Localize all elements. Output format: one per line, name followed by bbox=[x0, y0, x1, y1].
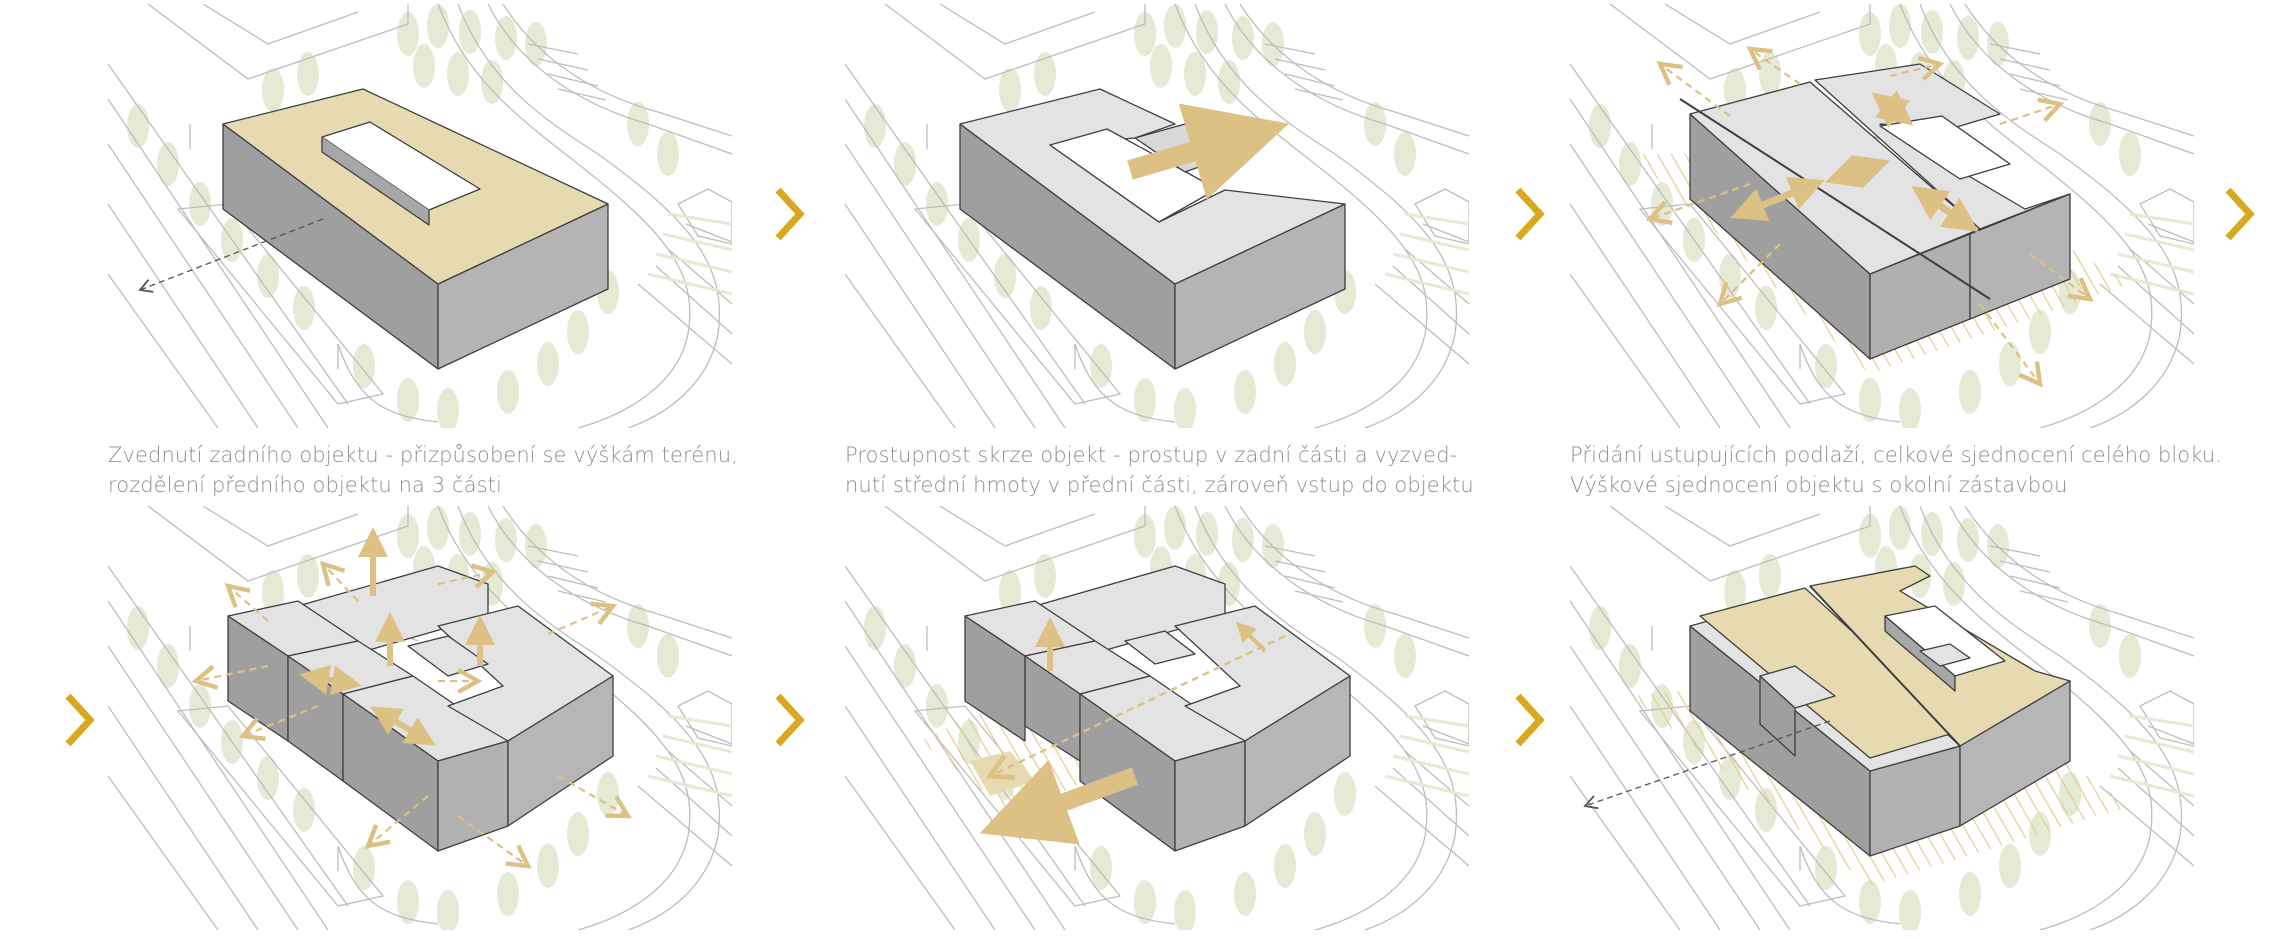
chevron-right-icon bbox=[2220, 184, 2260, 244]
building-open-ring bbox=[960, 89, 1345, 369]
caption-line: Výškové sjednocení objektu s okolní zást… bbox=[1570, 470, 2230, 500]
caption-step-3: Přidání ustupujících podlaží, celkové sj… bbox=[1570, 440, 2230, 500]
diagram-panel-5 bbox=[845, 506, 1469, 930]
caption-line: rozdělení předního objektu na 3 části bbox=[108, 470, 768, 500]
diagram-panel-3 bbox=[1570, 4, 2194, 428]
chevron-right-icon bbox=[60, 690, 100, 750]
chevron-right-icon bbox=[1510, 184, 1550, 244]
caption-line: Prostupnost skrze objekt - prostup v zad… bbox=[845, 440, 1505, 470]
diagram-panel-2 bbox=[845, 4, 1469, 428]
chevron-right-icon bbox=[770, 690, 810, 750]
caption-step-2: Prostupnost skrze objekt - prostup v zad… bbox=[845, 440, 1505, 500]
caption-step-1: Zvednutí zadního objektu - přizpůsobení … bbox=[108, 440, 768, 500]
caption-line: Zvednutí zadního objektu - přizpůsobení … bbox=[108, 440, 768, 470]
diagram-panel-4 bbox=[108, 506, 732, 930]
chevron-right-icon bbox=[1510, 690, 1550, 750]
diagram-panel-6 bbox=[1570, 506, 2194, 930]
building-ring-raised bbox=[223, 89, 608, 369]
diagram-panel-1 bbox=[108, 4, 732, 428]
chevron-right-icon bbox=[770, 184, 810, 244]
building-segmented bbox=[228, 566, 613, 851]
caption-line: nutí střední hmoty v přední části, zárov… bbox=[845, 470, 1505, 500]
caption-line: Přidání ustupujících podlaží, celkové sj… bbox=[1570, 440, 2230, 470]
